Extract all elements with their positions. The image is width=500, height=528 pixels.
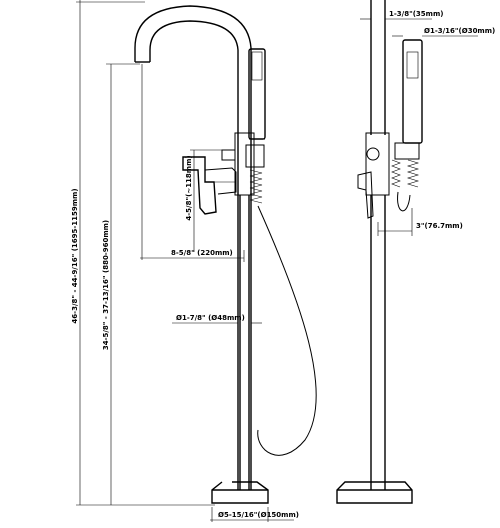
lever-handle	[182, 149, 237, 215]
mixer-body	[234, 132, 255, 196]
side-hand-shower	[402, 39, 423, 144]
handle-height-label: 4-5/8"(~118mm)	[185, 155, 193, 220]
side-offset-label: 3"(76.7mm)	[416, 222, 463, 230]
spout-arch-outer	[134, 5, 252, 135]
handshower-diameter-label: Ø1-3/16"(Ø30mm)	[424, 27, 495, 35]
overall-height-label: 46-3/8" - 44-9/16" (1695-1159mm)	[71, 188, 79, 323]
front-view	[134, 5, 317, 504]
hand-shower	[245, 48, 266, 204]
front-dimension-lines	[76, 0, 294, 522]
pipe-diameter-label: Ø1-7/8" (Ø48mm)	[176, 314, 245, 322]
shower-hose	[257, 205, 317, 456]
spout-reach-label: 8-5/8" (220mm)	[171, 249, 233, 257]
side-dimension-lines	[360, 18, 478, 236]
side-view	[336, 0, 423, 504]
side-mixer-body	[365, 132, 390, 196]
floor-base	[211, 481, 269, 504]
spout-arch-inner	[149, 20, 239, 135]
side-pipe-label: 1-3/8"(35mm)	[389, 10, 443, 18]
base-diameter-label: Ø5-15/16"(Ø150mm)	[218, 511, 299, 519]
spout-height-label: 34-5/8" - 37-13/16" (880-960mm)	[102, 220, 110, 350]
